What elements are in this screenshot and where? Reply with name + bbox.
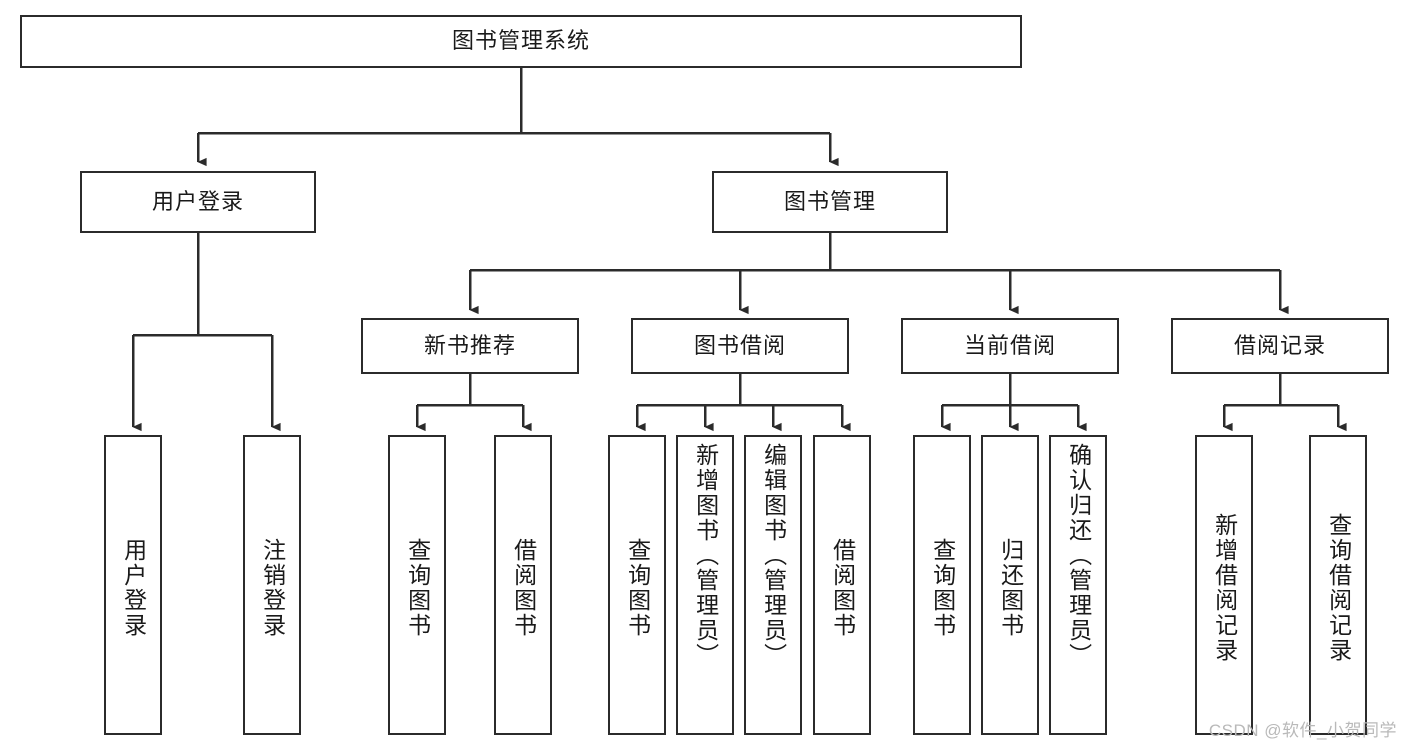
node-book-management[interactable]: 图书管理 — [712, 171, 948, 233]
leaf-current-query-book-label: 查询图书 — [929, 538, 956, 638]
leaf-recommend-query-book-label: 查询图书 — [404, 538, 431, 638]
leaf-record-add-record-label: 新增借阅记录 — [1211, 513, 1238, 663]
leaf-borrow-query-book[interactable]: 查询图书 — [608, 435, 666, 735]
leaf-user-login-logout-label: 注销登录 — [259, 538, 286, 638]
node-borrow-record[interactable]: 借阅记录 — [1171, 318, 1389, 374]
node-root-label: 图书管理系统 — [451, 28, 590, 54]
leaf-borrow-edit-book[interactable]: 编辑图书（管理员） — [744, 435, 802, 735]
leaf-borrow-query-book-label: 查询图书 — [624, 538, 651, 638]
leaf-borrow-add-book-label: 新增图书（管理员） — [692, 443, 719, 668]
node-current-borrow[interactable]: 当前借阅 — [901, 318, 1119, 374]
leaf-current-confirm-return-label: 确认归还（管理员） — [1065, 443, 1092, 668]
node-book-management-label: 图书管理 — [783, 188, 876, 214]
leaf-borrow-borrow-book[interactable]: 借阅图书 — [813, 435, 871, 735]
node-new-book-recommend[interactable]: 新书推荐 — [361, 318, 579, 374]
node-book-borrow-label: 图书借阅 — [693, 332, 786, 358]
leaf-record-query-record-label: 查询借阅记录 — [1325, 513, 1352, 663]
csdn-watermark: CSDN @软件_小贺同学 — [1208, 721, 1397, 740]
leaf-current-return-book[interactable]: 归还图书 — [981, 435, 1039, 735]
leaf-borrow-edit-book-label: 编辑图书（管理员） — [760, 443, 787, 668]
leaf-record-query-record[interactable]: 查询借阅记录 — [1309, 435, 1367, 735]
leaf-user-login-login[interactable]: 用户登录 — [104, 435, 162, 735]
leaf-record-add-record[interactable]: 新增借阅记录 — [1195, 435, 1253, 735]
leaf-user-login-login-label: 用户登录 — [120, 538, 147, 638]
node-book-borrow[interactable]: 图书借阅 — [631, 318, 849, 374]
leaf-recommend-borrow-book[interactable]: 借阅图书 — [494, 435, 552, 735]
leaf-borrow-borrow-book-label: 借阅图书 — [829, 538, 856, 638]
leaf-current-query-book[interactable]: 查询图书 — [913, 435, 971, 735]
node-current-borrow-label: 当前借阅 — [963, 332, 1056, 358]
node-user-login[interactable]: 用户登录 — [80, 171, 316, 233]
leaf-current-return-book-label: 归还图书 — [997, 538, 1024, 638]
leaf-recommend-borrow-book-label: 借阅图书 — [510, 538, 537, 638]
node-root-system[interactable]: 图书管理系统 — [20, 15, 1022, 68]
node-user-login-label: 用户登录 — [151, 188, 244, 214]
leaf-recommend-query-book[interactable]: 查询图书 — [388, 435, 446, 735]
leaf-user-login-logout[interactable]: 注销登录 — [243, 435, 301, 735]
leaf-current-confirm-return[interactable]: 确认归还（管理员） — [1049, 435, 1107, 735]
leaf-borrow-add-book[interactable]: 新增图书（管理员） — [676, 435, 734, 735]
node-borrow-record-label: 借阅记录 — [1233, 332, 1326, 358]
node-new-book-recommend-label: 新书推荐 — [423, 332, 516, 358]
